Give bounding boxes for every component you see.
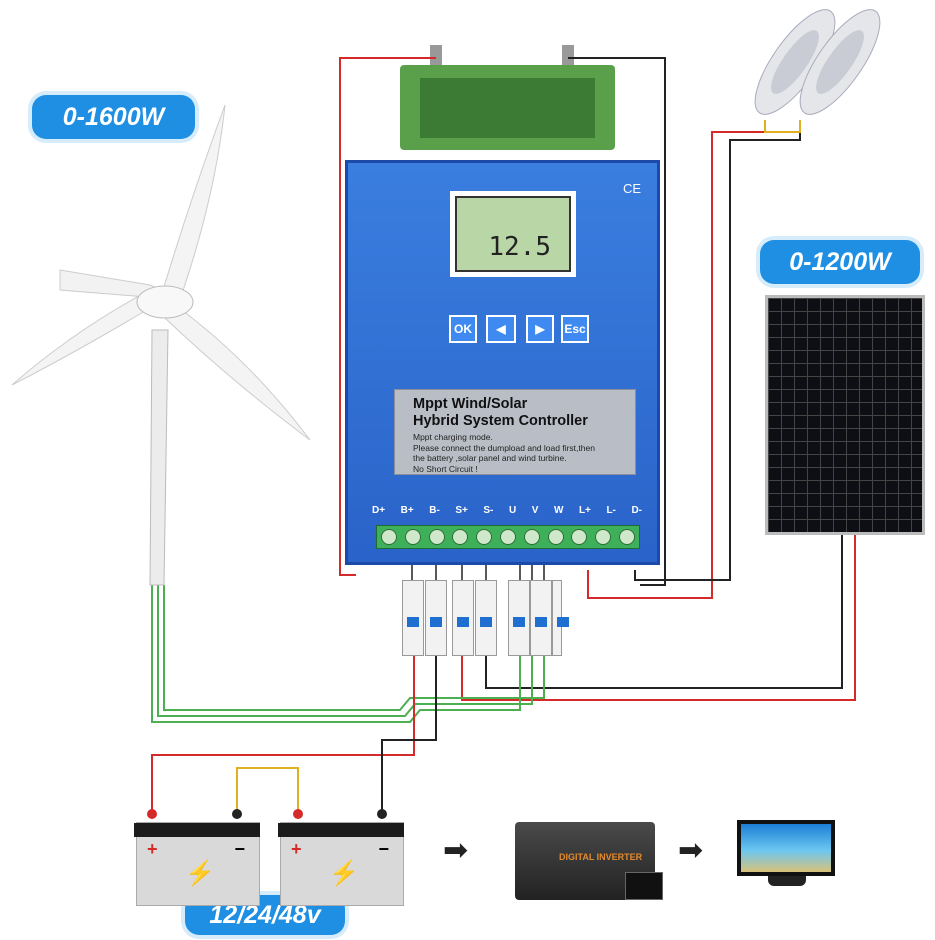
note: No Short Circuit ! [413,463,478,474]
terminal-label: W [553,505,564,516]
wire-black-dump [568,57,666,586]
controller-label: Mppt Wind/Solar Hybrid System Controller… [394,389,636,475]
street-lamp-icon [754,9,881,115]
dump-load-resistor-icon [400,45,615,150]
wire-green-turbine-3 [163,585,545,711]
wire-red-battery [151,652,415,812]
ok-button[interactable]: OK [449,315,477,343]
circuit-breaker-icon [508,580,530,656]
terminal-label: S- [483,505,494,516]
wind-turbine-icon [11,104,311,586]
terminal-labels: D+ B+ B- S+ S- U V W L+ L- D- [372,505,642,516]
terminal-label: D+ [372,505,386,516]
terminal-label: S+ [455,505,468,516]
terminal-label: U [508,505,517,516]
wire-yellow-lamp [764,120,801,133]
circuit-breaker-icon [552,580,569,656]
lcd-display: 12.5 [450,191,576,277]
solar-power-badge: 0-1200W [760,240,920,284]
monitor-stand [768,876,806,886]
wire-red-dump [339,57,436,576]
left-button[interactable]: ◀ [486,315,516,343]
terminal-label: V [531,505,539,516]
terminal-label: B- [429,505,440,516]
inverter-label: DIGITAL INVERTER [559,852,643,862]
lcd-value: 12.5 [488,232,551,262]
monitor-icon [737,820,835,876]
wire-black-battery [381,652,437,812]
battery-plus: + [291,839,302,859]
terminal-label: L+ [578,505,591,516]
inverter-remote-icon [625,872,663,900]
arrow-right-icon: ➡ [443,834,469,867]
hybrid-controller: CE 12.5 OK ◀ ▶ Esc Mppt Wind/Solar Hybri… [345,160,660,565]
circuit-breaker-icon [402,580,424,656]
controller-title-1: Mppt Wind/Solar [413,396,528,412]
battery-minus: − [234,839,245,859]
circuit-breaker-icon [452,580,474,656]
wire-yellow-battery [236,767,299,812]
circuit-breaker-icon [530,580,552,656]
circuit-breaker-icon [425,580,447,656]
arrow-right-icon: ➡ [678,834,704,867]
esc-button[interactable]: Esc [561,315,589,343]
note: Mppt charging mode. [413,432,493,442]
circuit-breaker-icon [475,580,497,656]
terminal-label: B+ [400,505,414,516]
ce-mark: CE [622,181,641,196]
wire-black-solar [485,535,843,689]
terminal-block [376,525,640,549]
right-button[interactable]: ▶ [526,315,554,343]
wire-green-turbine-2 [157,585,533,717]
terminal-label: D- [631,505,642,516]
wire-red-solar [461,535,856,701]
battery-terminals [147,809,387,819]
wire-black-lamp [634,120,801,581]
note: the battery ,solar panel and wind turbin… [413,453,567,463]
wind-power-badge: 0-1600W [32,95,195,139]
battery-icon: + − ⚡ [134,822,260,906]
battery-icon: + − ⚡ [278,822,404,906]
battery-plus: + [147,839,158,859]
terminal-label: L- [606,505,616,516]
solar-panel-icon [765,295,925,535]
controller-title-2: Hybrid System Controller [413,413,588,429]
battery-minus: − [378,839,389,859]
note: Please connect the dumpload and load fir… [413,442,595,453]
